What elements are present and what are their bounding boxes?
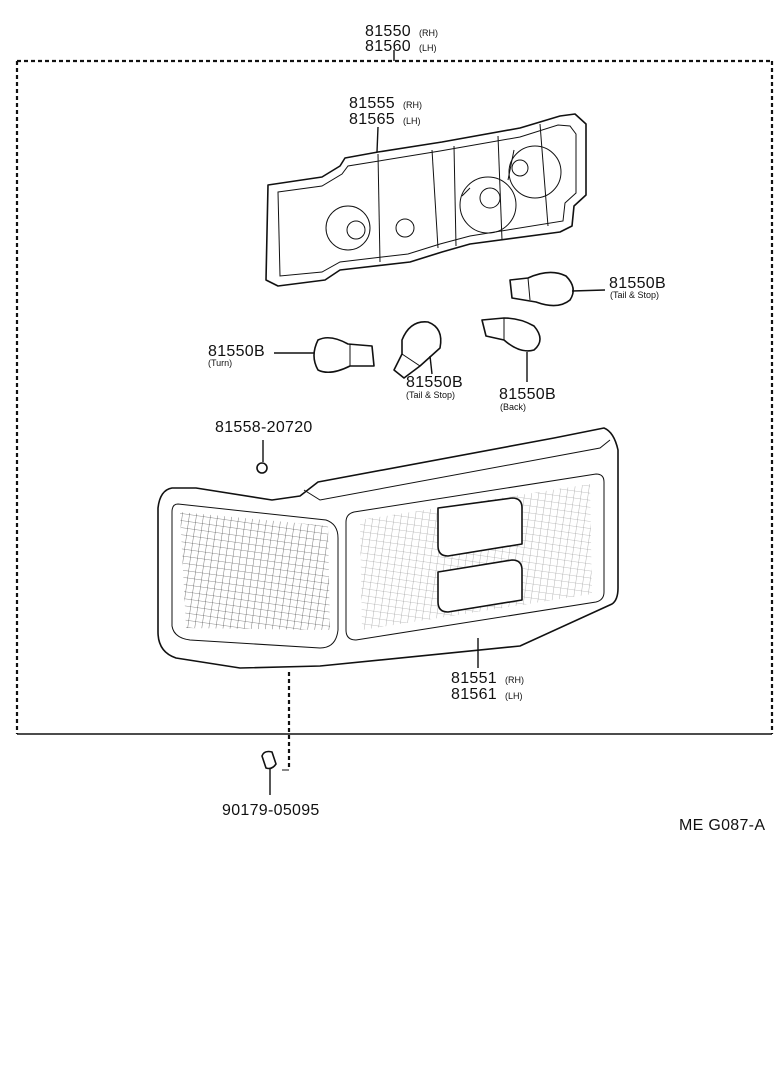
socket-housing-suffix-lh: (LH) xyxy=(403,116,421,126)
screw: 90179-05095 xyxy=(222,672,320,819)
bulb-4-part-no: 81550B xyxy=(499,386,556,403)
assembly-suffix-lh: (LH) xyxy=(419,43,437,53)
assembly-part-no-lh: 81560 xyxy=(365,38,411,55)
assembly-part-label: 81550 (RH) 81560 (LH) xyxy=(365,23,438,55)
bulb-back: 81550B (Back) xyxy=(481,317,556,412)
socket-housing-part-no-lh: 81565 xyxy=(349,111,395,128)
socket-housing-part-label: 81555 (RH) 81565 (LH) xyxy=(349,95,422,153)
socket-housing-drawing xyxy=(265,113,587,287)
bulb-1-part-no: 81550B xyxy=(609,275,666,292)
lens-part-no-lh: 81561 xyxy=(451,686,497,703)
lens-drawing xyxy=(157,427,619,669)
bulb-tail-stop-upper: 81550B (Tail & Stop) xyxy=(509,271,666,307)
socket-housing-part-no-rh: 81555 xyxy=(349,95,395,112)
gasket: 81558-20720 xyxy=(215,419,313,474)
lens-part-label: 81551 (RH) 81561 (LH) xyxy=(451,670,524,703)
assembly-part-no-rh: 81550 xyxy=(365,23,411,40)
lens-suffix-rh: (RH) xyxy=(505,675,524,685)
bulb-2-function: (Turn) xyxy=(208,358,232,368)
screw-part-no: 90179-05095 xyxy=(222,802,320,819)
bulb-tail-stop-center: 81550B (Tail & Stop) xyxy=(393,321,463,400)
bulb-turn: 81550B (Turn) xyxy=(208,336,375,374)
bulb-2-part-no: 81550B xyxy=(208,343,265,360)
socket-housing-suffix-rh: (RH) xyxy=(403,100,422,110)
figure-code: ME G087-A xyxy=(679,817,765,834)
bulb-1-function: (Tail & Stop) xyxy=(610,290,659,300)
bulb-3-part-no: 81550B xyxy=(406,374,463,391)
lens-part-no-rh: 81551 xyxy=(451,670,497,687)
bulb-3-function: (Tail & Stop) xyxy=(406,390,455,400)
bulb-4-function: (Back) xyxy=(500,402,526,412)
gasket-part-no: 81558-20720 xyxy=(215,419,313,436)
lens-suffix-lh: (LH) xyxy=(505,691,523,701)
assembly-suffix-rh: (RH) xyxy=(419,28,438,38)
assembly-bracket xyxy=(15,50,774,735)
